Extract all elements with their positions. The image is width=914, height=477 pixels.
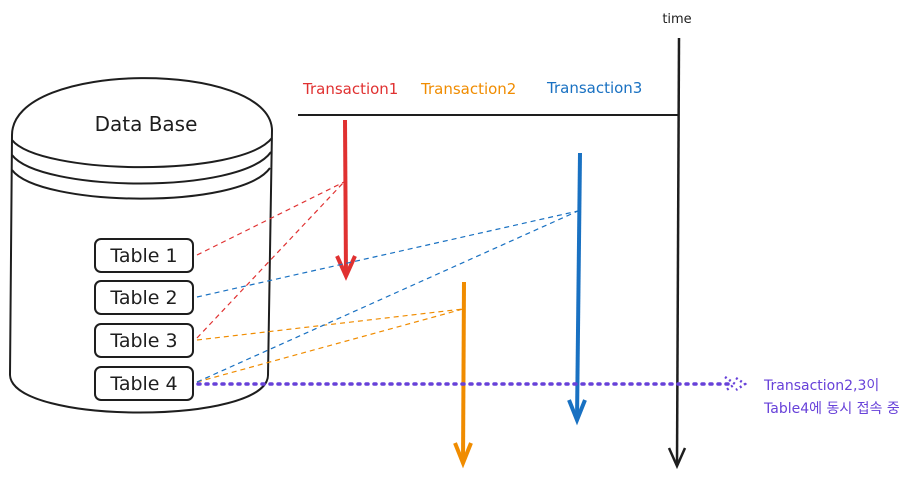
table-3-box: Table 3 (94, 323, 194, 358)
table-4-box: Table 4 (94, 366, 194, 401)
concurrent-note-line2: Table4에 동시 접속 중 (763, 401, 900, 417)
table-3-label: Table 3 (109, 330, 177, 352)
transaction3-label: Transaction3 (546, 79, 642, 97)
cylinder-band-3 (11, 167, 271, 200)
transaction1-connections (196, 181, 345, 339)
transaction2-label: Transaction2 (420, 80, 516, 98)
cylinder-band-1 (11, 137, 273, 169)
transaction2-arrow (453, 281, 473, 469)
transaction1-arrow (335, 119, 357, 281)
table-4-label: Table 4 (109, 373, 177, 395)
time-axis-arrowhead (667, 447, 687, 470)
table-2-label: Table 2 (109, 287, 177, 309)
database-title: Data Base (95, 112, 198, 136)
cylinder-band-2 (11, 151, 272, 185)
table-2-box: Table 2 (94, 280, 194, 315)
transaction2-connections (196, 308, 464, 383)
time-axis-label: time (662, 12, 691, 27)
time-axis-line (675, 37, 681, 466)
transaction3-connections (196, 210, 579, 383)
transaction3-arrow (567, 152, 587, 426)
concurrent-note-line1: Transaction2,3이 (763, 378, 879, 394)
table-1-box: Table 1 (94, 238, 194, 273)
concurrent-access-arrow (196, 375, 748, 393)
transaction1-label: Transaction1 (302, 80, 398, 98)
table-1-label: Table 1 (109, 245, 177, 267)
